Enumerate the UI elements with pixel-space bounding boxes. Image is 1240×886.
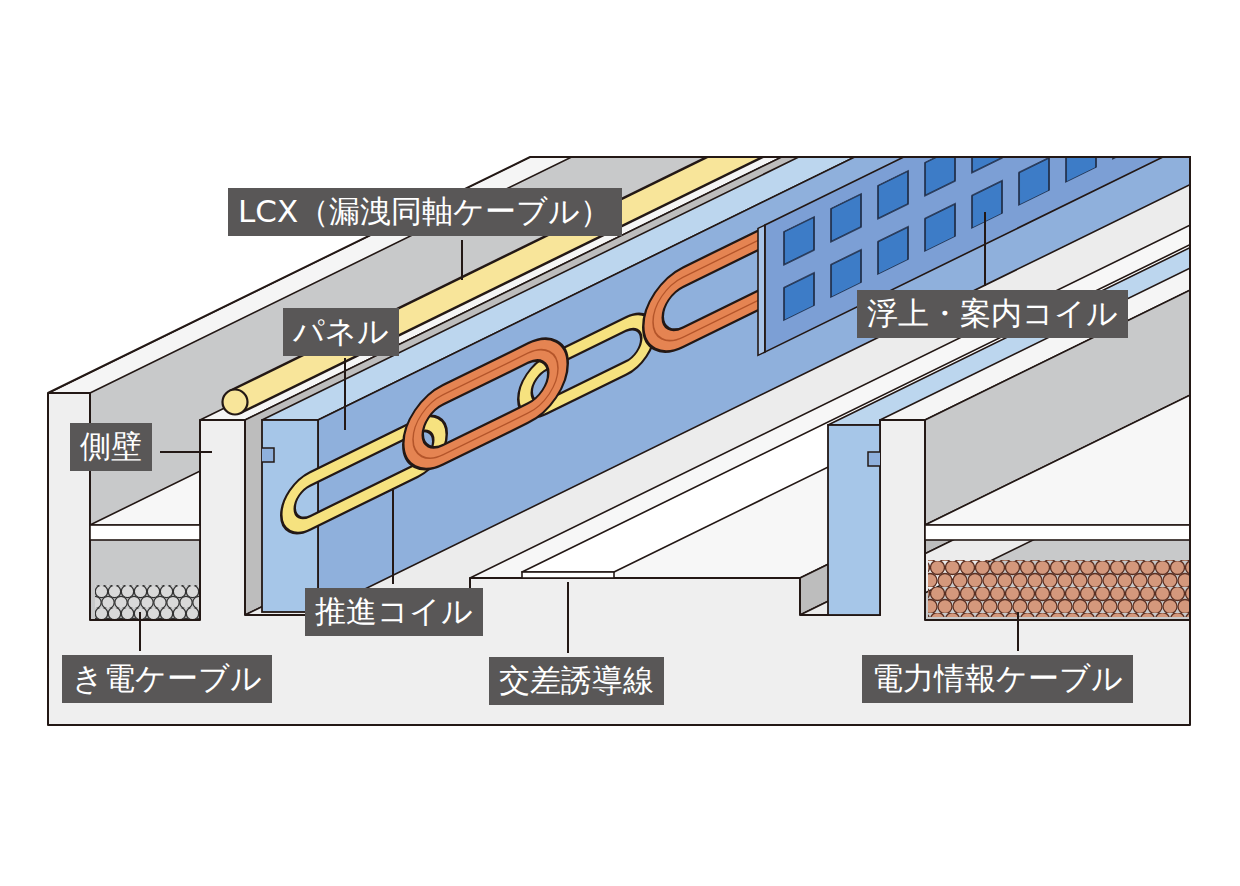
power-info-cables: [928, 560, 1190, 617]
label-text: 電力情報ケーブル: [872, 660, 1123, 697]
label-text: 交差誘導線: [499, 662, 654, 699]
lcx-cable-end: [223, 390, 248, 415]
panel-front: [828, 425, 880, 615]
feeder-cables: [95, 585, 199, 619]
lid: [90, 525, 200, 540]
induction-wire-strip: [522, 572, 614, 578]
label-text: き電ケーブル: [72, 660, 262, 697]
label-text: LCX（漏洩同軸ケーブル）: [238, 193, 611, 230]
callout-label: 浮上・案内コイル: [857, 290, 1128, 338]
callout-label: 交差誘導線: [489, 657, 664, 705]
label-text: 浮上・案内コイル: [867, 295, 1118, 332]
callout-label: 側壁: [70, 423, 152, 471]
label-text: 側壁: [80, 428, 142, 465]
label-text: 推進コイル: [315, 593, 473, 630]
lcx-cable: [235, 0, 1235, 402]
extruded-faces: [40, 0, 1240, 730]
panel-notch: [262, 448, 274, 462]
levitation-coil-panel: [758, 0, 1240, 355]
coils: [235, 0, 1240, 534]
label-text: パネル: [293, 313, 389, 350]
leader-lines: [140, 212, 1018, 653]
callout-label: 電力情報ケーブル: [862, 655, 1133, 703]
callout-label: き電ケーブル: [62, 655, 272, 703]
callout-label: パネル: [283, 308, 399, 356]
panel-notch: [868, 452, 880, 466]
callout-label: LCX（漏洩同軸ケーブル）: [228, 188, 622, 236]
lid: [925, 525, 1190, 540]
front-section: [48, 393, 1190, 725]
callout-label: 推進コイル: [305, 588, 483, 636]
outline: [48, 157, 1190, 725]
